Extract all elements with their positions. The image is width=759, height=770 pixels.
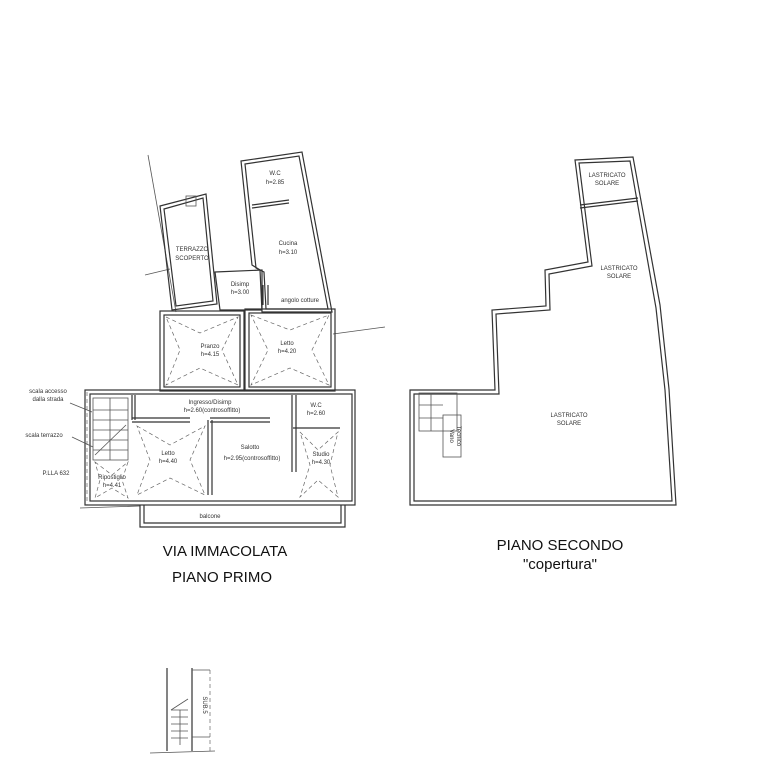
room-label-terrazzo: TERRAZZO <box>176 247 209 253</box>
room-height: h=4.41 <box>103 483 122 489</box>
piano-primo-labels: W.C h=2.85 Cucina h=3.10 TERRAZZO SCOPER… <box>25 171 331 586</box>
room-height: h=4.15 <box>201 352 220 358</box>
room-height: h=4.30 <box>312 460 331 466</box>
room-label-salotto: Salotto <box>241 445 260 451</box>
room-label-letto: Letto <box>280 341 294 347</box>
room-label-tecnico: Tecnico <box>455 426 461 447</box>
piano-primo-plan <box>69 151 356 528</box>
room-label-lastricato: LASTRICATO <box>588 173 625 179</box>
room-label-studio: Studio <box>312 452 330 458</box>
room-label-letto-2: Letto <box>161 451 175 457</box>
site-boundary-lines <box>79 154 386 509</box>
room-label-disimp: Disimp <box>231 282 250 288</box>
room-label-ripostiglio: Ripostiglio <box>98 475 126 481</box>
room-label-lastricato: LASTRICATO <box>550 413 587 419</box>
room-label-cucina: Cucina <box>279 241 298 247</box>
stair-detail-label: SUB.5 <box>201 696 207 714</box>
room-height: h=4.20 <box>278 349 297 355</box>
room-label-vano: Vano <box>448 429 454 443</box>
room-label-terrazzo-2: SCOPERTO <box>175 256 209 262</box>
room-label-balcone: balcone <box>199 514 221 520</box>
piano-secondo-plan: LASTRICATO SOLARE LASTRICATO SOLARE LAST… <box>409 156 677 573</box>
street-name: VIA IMMACOLATA <box>163 543 287 560</box>
note-scala-terrazzo: scala terrazzo <box>25 433 63 439</box>
room-label-lastricato: LASTRICATO <box>600 266 637 272</box>
note-scala-accesso: scala accesso <box>29 389 67 395</box>
plan-title-piano-secondo: PIANO SECONDO <box>497 537 624 554</box>
stair-detail: SUB.5 <box>149 668 216 754</box>
room-label-wc: W.C <box>269 171 281 177</box>
plan-title-piano-primo: PIANO PRIMO <box>172 569 272 586</box>
room-label-pranzo: Pranzo <box>200 344 220 350</box>
room-height: h=3.10 <box>279 250 298 256</box>
room-height: h=2.95(controsoffitto) <box>224 456 281 462</box>
room-label-solare: SOLARE <box>557 421 581 427</box>
room-label-solare: SOLARE <box>595 181 619 187</box>
plan-subtitle-copertura: "copertura" <box>523 556 597 573</box>
stair-symbol <box>92 397 129 461</box>
room-height: h=2.60(controsoffitto) <box>184 408 241 414</box>
room-height: h=3.00 <box>231 290 250 296</box>
room-label-wc-2: W.C <box>310 403 322 409</box>
room-height: h=2.85 <box>266 180 285 186</box>
note-particella: P.LLA 632 <box>43 471 71 477</box>
room-label-solare: SOLARE <box>607 274 631 280</box>
room-label-ingresso: Ingresso/Disimp <box>188 400 232 406</box>
room-height: h=4.40 <box>159 459 178 465</box>
note-scala-accesso-2: dalla strada <box>32 397 64 403</box>
room-label-angolo-cottura: angolo cotture <box>281 298 320 304</box>
room-height: h=2.60 <box>307 411 326 417</box>
